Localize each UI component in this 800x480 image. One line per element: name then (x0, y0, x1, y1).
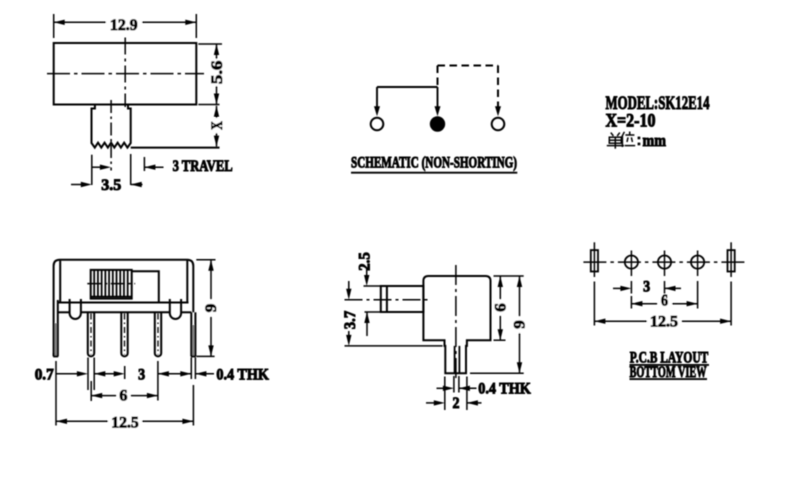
svg-text:6: 6 (661, 292, 668, 309)
svg-text:3.7: 3.7 (342, 311, 359, 330)
svg-text:MODEL:SK12E14: MODEL:SK12E14 (606, 94, 710, 114)
svg-text:0.4 THK: 0.4 THK (216, 366, 269, 383)
svg-text:X=2-10: X=2-10 (606, 111, 656, 131)
svg-text:12.5: 12.5 (650, 314, 678, 331)
svg-text:mm: mm (643, 131, 667, 150)
svg-text:2.5: 2.5 (357, 252, 374, 271)
svg-text:BOTTOM VIEW: BOTTOM VIEW (630, 364, 707, 381)
svg-text:9: 9 (512, 320, 529, 329)
svg-text:0.4 THK: 0.4 THK (478, 380, 531, 397)
svg-text:3: 3 (643, 278, 650, 295)
svg-text:2: 2 (453, 395, 460, 412)
svg-text:X: X (209, 121, 226, 130)
svg-text:12.9: 12.9 (110, 17, 138, 34)
svg-text:P.C.B LAYOUT: P.C.B LAYOUT (630, 349, 709, 366)
svg-text:3: 3 (138, 366, 145, 383)
svg-text:3 TRAVEL: 3 TRAVEL (173, 158, 233, 175)
svg-text:0.7: 0.7 (35, 366, 54, 383)
svg-text:6: 6 (492, 303, 509, 312)
svg-text:5.6: 5.6 (209, 61, 226, 85)
svg-text:12.5: 12.5 (111, 415, 139, 432)
svg-text:SCHEMATIC (NON-SHORTING): SCHEMATIC (NON-SHORTING) (351, 155, 517, 172)
svg-text:3.5: 3.5 (101, 177, 121, 194)
svg-text:6: 6 (119, 388, 127, 405)
svg-text:9: 9 (203, 304, 220, 313)
